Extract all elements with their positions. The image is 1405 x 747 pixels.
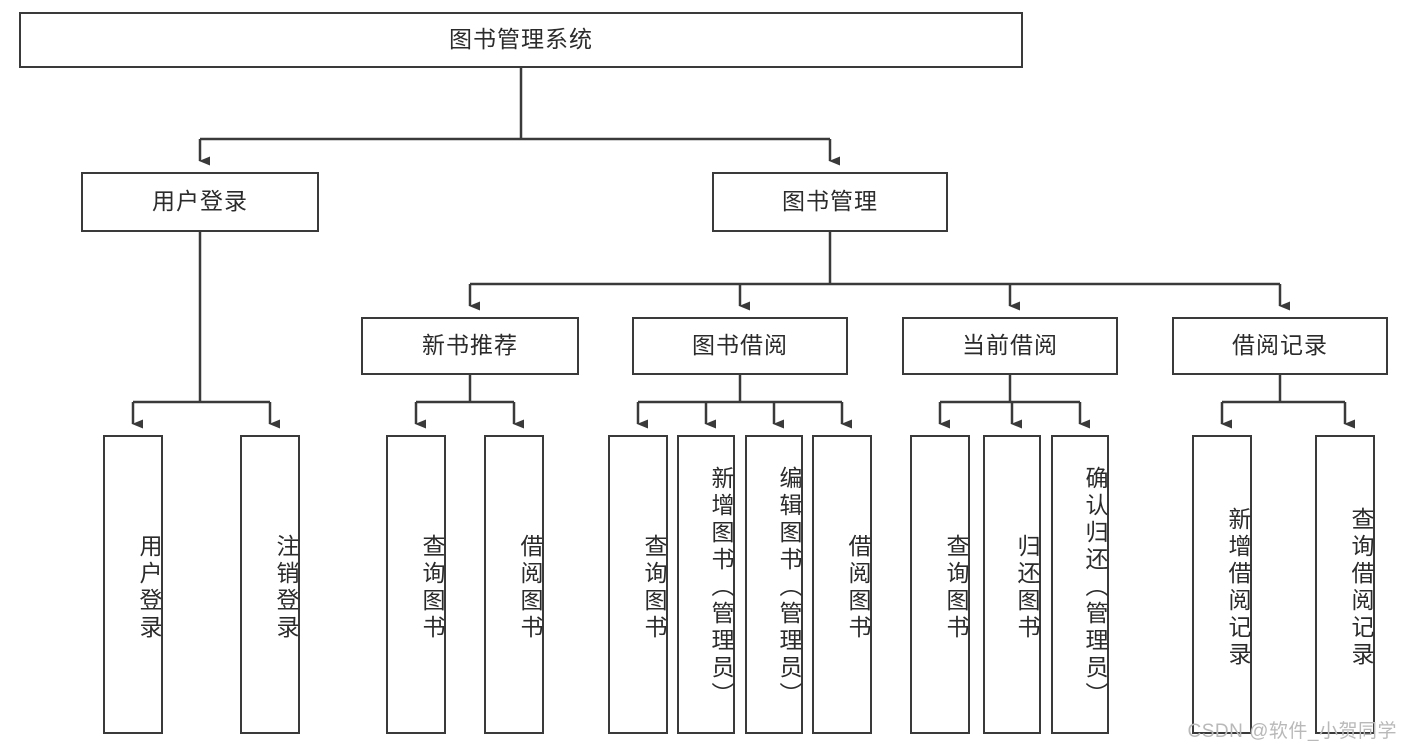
node-label: 图书借阅 [692, 332, 788, 359]
node-label: 新增图书（管理员） [708, 466, 734, 709]
node-label: 查询图书 [419, 533, 445, 642]
node-leaf-return-book: 归还图书 [983, 435, 1041, 734]
node-leaf-add-book: 新增图书（管理员） [677, 435, 735, 734]
node-label: 查询图书 [943, 533, 969, 642]
node-book-manage: 图书管理 [712, 172, 948, 232]
node-leaf-query-book-1: 查询图书 [386, 435, 446, 734]
node-label: 当前借阅 [962, 332, 1058, 359]
node-user-login: 用户登录 [81, 172, 319, 232]
connector-bus-current-borrow [940, 375, 1080, 404]
connector-bus-root [200, 68, 830, 141]
node-label: 查询图书 [641, 533, 667, 642]
node-leaf-query-book-3: 查询图书 [910, 435, 970, 734]
node-leaf-confirm-return: 确认归还（管理员） [1051, 435, 1109, 734]
node-label: 图书管理系统 [449, 26, 593, 53]
connector-bus-book-borrow [638, 375, 842, 404]
node-label: 用户登录 [136, 533, 162, 642]
node-leaf-query-book-2: 查询图书 [608, 435, 668, 734]
node-label: 编辑图书（管理员） [776, 466, 802, 709]
node-leaf-query-borrow-record: 查询借阅记录 [1315, 435, 1375, 734]
node-label: 借阅记录 [1232, 332, 1328, 359]
node-current-borrow: 当前借阅 [902, 317, 1118, 375]
node-leaf-borrow-book-2: 借阅图书 [812, 435, 872, 734]
connector-bus-borrow-record [1222, 375, 1345, 404]
node-label: 新书推荐 [422, 332, 518, 359]
node-leaf-borrow-book-1: 借阅图书 [484, 435, 544, 734]
node-leaf-add-borrow-record: 新增借阅记录 [1192, 435, 1252, 734]
csdn-watermark: CSDN @软件_小贺同学 [1187, 721, 1397, 742]
connector-bus-book-manage [470, 232, 1280, 286]
node-label: 归还图书 [1014, 533, 1040, 642]
node-leaf-edit-book: 编辑图书（管理员） [745, 435, 803, 734]
node-new-book-recommend: 新书推荐 [361, 317, 579, 375]
node-label: 借阅图书 [517, 533, 543, 642]
node-leaf-logout-login: 注销登录 [240, 435, 300, 734]
node-label: 图书管理 [782, 188, 878, 215]
node-label: 用户登录 [152, 188, 248, 215]
node-label: 查询借阅记录 [1348, 506, 1374, 669]
node-label: 注销登录 [273, 533, 299, 642]
connector-bus-user-login [133, 232, 270, 404]
node-label: 新增借阅记录 [1225, 506, 1251, 669]
node-leaf-user-login: 用户登录 [103, 435, 163, 734]
node-label: 借阅图书 [845, 533, 871, 642]
connector-bus-new-book-recommend [416, 375, 514, 404]
node-borrow-record: 借阅记录 [1172, 317, 1388, 375]
node-root: 图书管理系统 [19, 12, 1023, 68]
node-label: 确认归还（管理员） [1082, 466, 1108, 709]
node-book-borrow: 图书借阅 [632, 317, 848, 375]
